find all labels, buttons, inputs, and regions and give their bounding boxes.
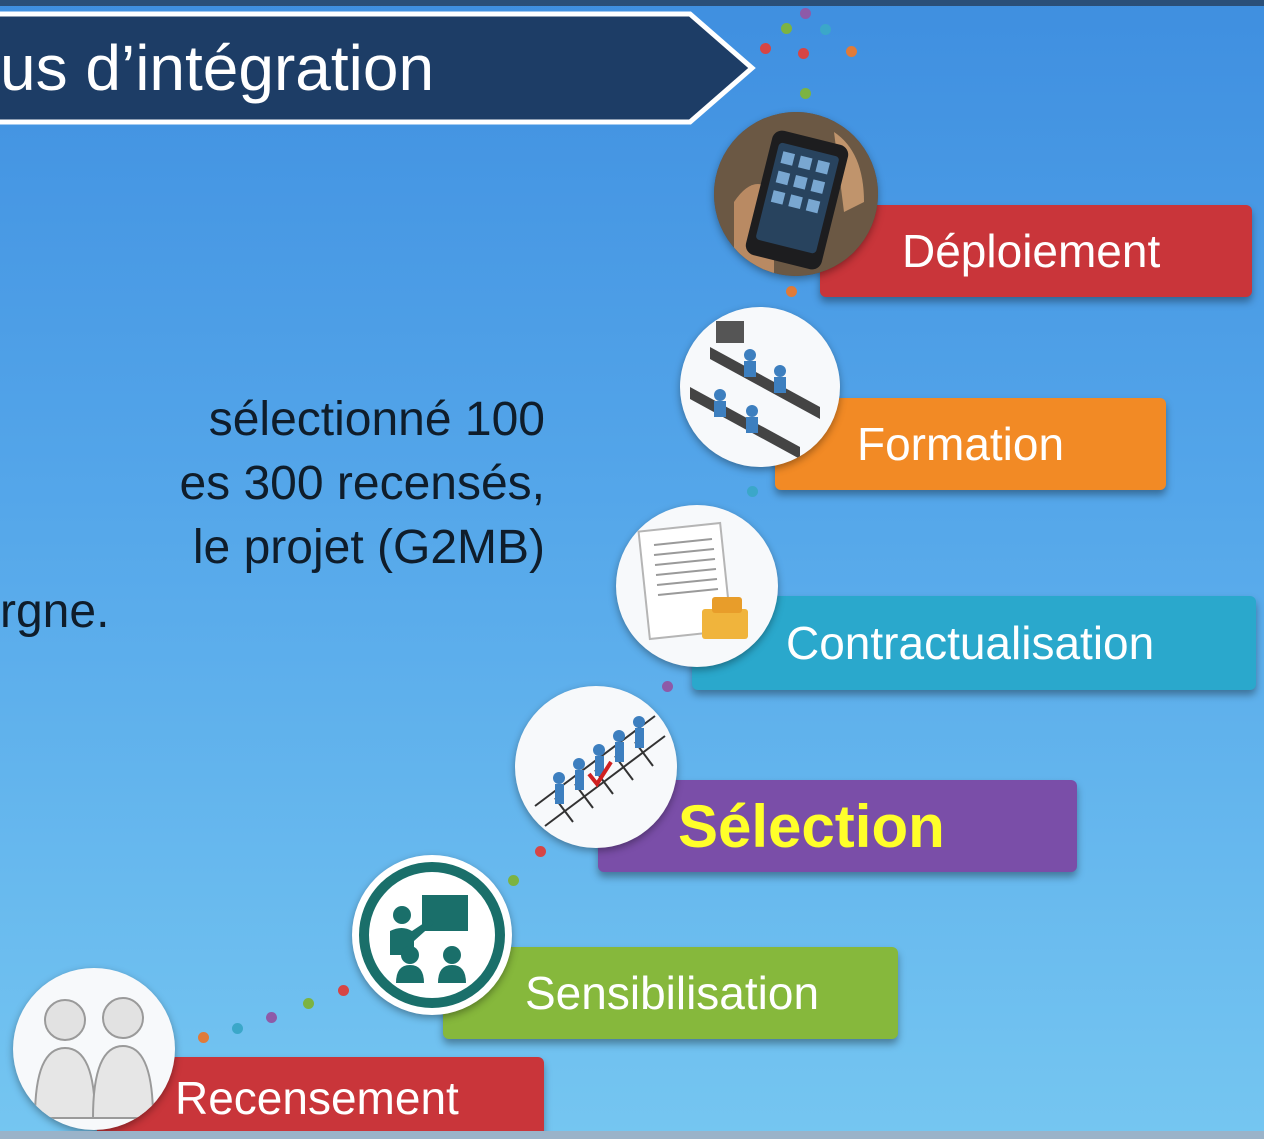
step-sensibilisation-circle: [352, 855, 512, 1015]
path-dot: [266, 1012, 277, 1023]
body-line-4: rgne.: [0, 585, 110, 638]
step-contractualisation-circle: [616, 505, 778, 667]
body-line-2: es 300 recensés,: [179, 457, 545, 510]
step-recensement-circle: [13, 968, 175, 1130]
body-line-3: le projet (G2MB): [192, 521, 545, 574]
path-dot: [303, 998, 314, 1009]
step-label-formation: Formation: [857, 418, 1065, 470]
path-dot: [800, 8, 811, 19]
title-banner-shape: [0, 11, 756, 125]
body-paragraph: sélectionné 100 es 300 recensés, le proj…: [0, 388, 545, 644]
path-dot: [760, 43, 771, 54]
step-label-sensibilisation: Sensibilisation: [525, 967, 820, 1019]
path-dot: [786, 286, 797, 297]
presentation-icon: [359, 862, 505, 1008]
path-dot: [747, 486, 758, 497]
step-formation-circle: [680, 307, 840, 467]
path-dot: [800, 88, 811, 99]
path-dot: [662, 681, 673, 692]
path-dot: [338, 985, 349, 996]
step-contractualisation: Contractualisation: [692, 596, 1256, 690]
top-border: [0, 0, 1264, 6]
title-banner: us d’intégration: [0, 8, 780, 128]
step-selection: Sélection: [598, 780, 1077, 872]
step-label-deploiement: Déploiement: [902, 225, 1161, 277]
path-dot: [508, 875, 519, 886]
path-dot: [232, 1023, 243, 1034]
step-selection-circle: [515, 686, 677, 848]
step-label-contractualisation: Contractualisation: [786, 617, 1155, 669]
people-icon: [33, 997, 155, 1119]
path-dot: [798, 48, 809, 59]
path-dot: [535, 846, 546, 857]
path-dot: [198, 1032, 209, 1043]
step-recensement: Recensement: [97, 1057, 544, 1139]
queue-check-icon: [534, 715, 666, 827]
bottom-border: [0, 1131, 1264, 1139]
step-sensibilisation: Sensibilisation: [443, 947, 898, 1039]
step-formation: Formation: [775, 398, 1166, 490]
step-deploiement-circle: [714, 112, 878, 276]
training-room-icon: [690, 321, 820, 459]
step-deploiement: Déploiement: [820, 205, 1252, 297]
page-title: us d’intégration: [0, 32, 435, 104]
body-line-1: sélectionné 100: [208, 393, 545, 446]
path-dot: [820, 24, 831, 35]
step-label-selection: Sélection: [678, 792, 945, 860]
step-label-recensement: Recensement: [175, 1072, 459, 1124]
path-dot: [846, 46, 857, 57]
smartphone-icon: [714, 112, 878, 276]
path-dot: [781, 23, 792, 34]
contract-icon: [637, 521, 748, 641]
